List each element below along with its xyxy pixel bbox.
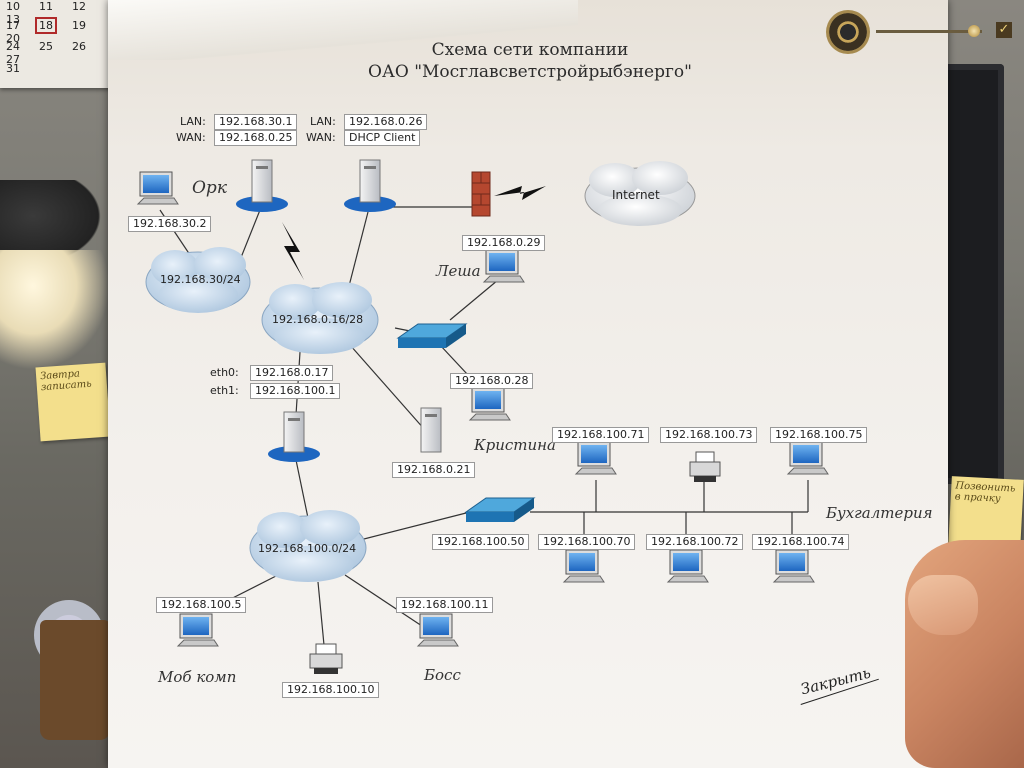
host-ip-70: 192.168.100.70 bbox=[538, 534, 636, 550]
cloud-label-net30: 192.168.30/24 bbox=[160, 273, 241, 286]
cloud-label-net100: 192.168.100.0/24 bbox=[258, 542, 357, 555]
lan-key: LAN: bbox=[310, 115, 336, 128]
wan-key: WAN: bbox=[176, 131, 206, 144]
host-name-mob: Моб комп bbox=[158, 668, 237, 686]
router-mid-eth0-ip: 192.168.0.17 bbox=[250, 365, 334, 381]
wireless-link-bolt bbox=[282, 222, 304, 280]
pc-icon-kristina bbox=[468, 387, 511, 421]
switch-ip-50: 192.168.100.50 bbox=[432, 534, 530, 550]
switch-icon-main bbox=[396, 323, 468, 348]
firewall-icon bbox=[471, 171, 491, 217]
connection-lines bbox=[159, 204, 809, 646]
check-icon[interactable]: ✓ bbox=[996, 22, 1012, 38]
host-ip-lesha: 192.168.0.29 bbox=[462, 235, 546, 251]
calendar-day: 26 bbox=[72, 40, 86, 53]
calendar-day: 24 bbox=[6, 40, 20, 53]
server-ip: 192.168.0.21 bbox=[392, 462, 476, 478]
eth0-key: eth0: bbox=[210, 366, 239, 379]
router-right-wan-value: DHCP Client bbox=[344, 130, 421, 146]
router-right-lan-ip: 192.168.0.26 bbox=[344, 114, 428, 130]
thumb-image bbox=[908, 575, 978, 635]
volume-slider-knob[interactable] bbox=[967, 25, 980, 37]
cloud-label-internet: Internet bbox=[612, 188, 660, 202]
host-ip-71: 192.168.100.71 bbox=[552, 427, 650, 443]
printer-icon-73 bbox=[689, 451, 721, 482]
calendar-day: 20 bbox=[6, 32, 20, 45]
router-left-wan-ip: 192.168.0.25 bbox=[214, 130, 298, 146]
wan-link-bolt bbox=[494, 186, 546, 200]
host-name-kristina: Кристина bbox=[474, 436, 556, 454]
speaker-icon[interactable] bbox=[826, 10, 870, 54]
printer-icon-10 bbox=[309, 643, 343, 674]
router-server-top-left bbox=[236, 159, 288, 212]
router-server-top-right bbox=[344, 159, 396, 212]
lan-key: LAN: bbox=[180, 115, 206, 128]
host-name-ork: Орк bbox=[192, 178, 227, 198]
host-ip-74: 192.168.100.74 bbox=[752, 534, 850, 550]
calendar-day: 10 bbox=[6, 0, 20, 13]
calendar-day: 19 bbox=[72, 19, 86, 32]
calendar-day: 25 bbox=[39, 40, 53, 53]
pc-icon-boss bbox=[416, 613, 459, 647]
wan-key: WAN: bbox=[306, 131, 336, 144]
calendar-day: 27 bbox=[6, 53, 20, 66]
pc-icon-lesha bbox=[482, 249, 525, 283]
cloud-internet bbox=[584, 161, 696, 226]
calendar-day: 13 bbox=[6, 13, 20, 26]
router-mid-eth1-ip: 192.168.100.1 bbox=[250, 383, 341, 399]
host-ip-boss: 192.168.100.11 bbox=[396, 597, 494, 613]
calendar-selected-day: 18 bbox=[35, 17, 57, 34]
host-ip-ork: 192.168.30.2 bbox=[128, 216, 212, 232]
host-name-lesha: Леша bbox=[436, 262, 481, 280]
volume-slider-track[interactable] bbox=[876, 30, 982, 33]
pc-icon-mob bbox=[176, 613, 219, 647]
host-ip-mob: 192.168.100.5 bbox=[156, 597, 247, 613]
pc-icon-74 bbox=[772, 549, 815, 583]
host-name-boss: Босс bbox=[424, 666, 461, 684]
cloud-net100 bbox=[249, 510, 367, 582]
file-server bbox=[420, 407, 442, 453]
diagram-title: Схема сети компании bbox=[431, 40, 629, 60]
calendar-day: 31 bbox=[6, 62, 20, 75]
page-curl bbox=[108, 0, 578, 60]
router-server-mid bbox=[268, 411, 320, 462]
pc-icon-70 bbox=[562, 549, 605, 583]
group-name-accounting: Бухгалтерия bbox=[826, 504, 933, 522]
calendar-day: 11 bbox=[39, 0, 53, 13]
lamp-glow bbox=[0, 250, 110, 370]
eth1-key: eth1: bbox=[210, 384, 239, 397]
pc-icon-ork bbox=[136, 171, 179, 205]
diagram-subtitle: ОАО "Мосглавсветстройрыбэнерго" bbox=[368, 62, 692, 82]
host-ip-75: 192.168.100.75 bbox=[770, 427, 868, 443]
calendar-day: 17 bbox=[6, 19, 20, 32]
printer-ip-10: 192.168.100.10 bbox=[282, 682, 380, 698]
background-monitor bbox=[942, 64, 1004, 484]
calendar-day: 12 bbox=[72, 0, 86, 13]
desk-calendar: 10 11 12 13 17 18 19 20 24 25 26 27 31 bbox=[0, 0, 112, 88]
pc-icon-72 bbox=[666, 549, 709, 583]
cloud-label-net0: 192.168.0.16/28 bbox=[272, 313, 364, 326]
host-ip-72: 192.168.100.72 bbox=[646, 534, 744, 550]
router-left-lan-ip: 192.168.30.1 bbox=[214, 114, 298, 130]
printer-ip-73: 192.168.100.73 bbox=[660, 427, 758, 443]
cloud-net30 bbox=[145, 247, 251, 313]
cloud-net0 bbox=[261, 282, 379, 354]
switch-icon-accounting bbox=[464, 497, 536, 522]
pc-icon-71 bbox=[574, 441, 617, 475]
host-ip-kristina: 192.168.0.28 bbox=[450, 373, 534, 389]
coffee-mug bbox=[40, 620, 110, 740]
pc-icon-75 bbox=[786, 441, 829, 475]
